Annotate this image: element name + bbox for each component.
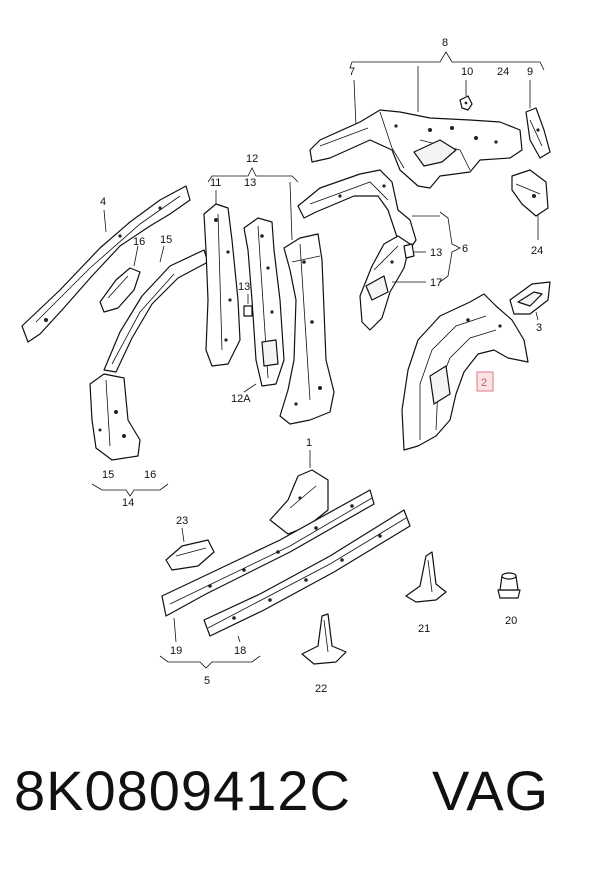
- parts-exploded-diagram: 8 7 10 24 9 24: [21, 37, 551, 695]
- callout-8: 8: [442, 37, 448, 49]
- callout-3: 3: [536, 322, 542, 334]
- bracket-part-21: 21: [405, 551, 447, 635]
- c-pillar-lower-part-17: 17: [359, 235, 442, 331]
- callout-14: 14: [122, 497, 134, 509]
- callout-16-lower: 16: [144, 469, 156, 481]
- callout-7: 7: [349, 66, 355, 78]
- plug-part-20: 20: [497, 572, 521, 627]
- wheelhouse-part-2: 2: [401, 293, 529, 451]
- callout-15-upper: 15: [160, 234, 172, 246]
- brace-group-12: 12 11 13: [207, 153, 299, 241]
- b-pillar-part-11: [203, 203, 241, 367]
- clip-part-13: 13: [403, 243, 442, 259]
- part-number-text: 8K0809412C: [14, 759, 351, 822]
- bracket-part-16-upper: 16: [99, 236, 145, 313]
- callout-19: 19: [170, 645, 182, 657]
- callout-20: 20: [505, 615, 517, 627]
- callout-24-bottom: 24: [531, 245, 543, 257]
- callout-22: 22: [315, 683, 327, 695]
- sill-inner-part-19: [161, 489, 375, 617]
- b-pillar-part-13-inner: 13 12A: [231, 217, 285, 405]
- lower-pillar-part-14: 15 16 14: [89, 373, 169, 509]
- b-pillar-outer-part-12: [279, 233, 335, 425]
- brace-group-8: 8 7 10 24 9: [349, 37, 545, 127]
- jack-pad-part-23: 23: [165, 515, 215, 571]
- callout-17: 17: [430, 277, 442, 289]
- callout-13-top: 13: [244, 177, 256, 189]
- sill-outer-part-18: [203, 509, 411, 637]
- bracket-part-10: [459, 95, 473, 111]
- callout-11: 11: [210, 177, 221, 189]
- callout-15-lower: 15: [102, 469, 114, 481]
- brace-group-5: 19 18 5: [159, 617, 261, 687]
- callout-24-top: 24: [497, 66, 509, 78]
- callout-13-mid: 13: [238, 281, 250, 293]
- callout-12A: 12A: [231, 393, 251, 405]
- callout-4: 4: [100, 196, 106, 208]
- callout-1: 1: [306, 437, 312, 449]
- highlight-box-2: [476, 371, 494, 392]
- callout-18: 18: [234, 645, 246, 657]
- callout-21: 21: [418, 623, 430, 635]
- callout-9: 9: [527, 66, 533, 78]
- bracket-part-9: [525, 107, 551, 159]
- callout-16-upper: 16: [133, 236, 145, 248]
- footer: 8K0809412C VAG: [0, 758, 600, 858]
- callout-2: 2: [481, 377, 487, 389]
- rear-wheelhouse-upper-part-7-8: [309, 109, 523, 189]
- bracket-part-22: 22: [301, 613, 347, 695]
- callout-23: 23: [176, 515, 188, 527]
- callout-5: 5: [204, 675, 210, 687]
- callout-6: 6: [462, 243, 468, 255]
- bracket-part-3: 3: [509, 281, 551, 334]
- bracket-part-24: 24: [511, 169, 549, 257]
- callout-12: 12: [246, 153, 258, 165]
- a-pillar-rail-part-4: 4: [21, 185, 191, 343]
- brand-text: VAG: [432, 759, 550, 822]
- callout-10: 10: [461, 66, 473, 78]
- callout-13-right: 13: [430, 247, 442, 259]
